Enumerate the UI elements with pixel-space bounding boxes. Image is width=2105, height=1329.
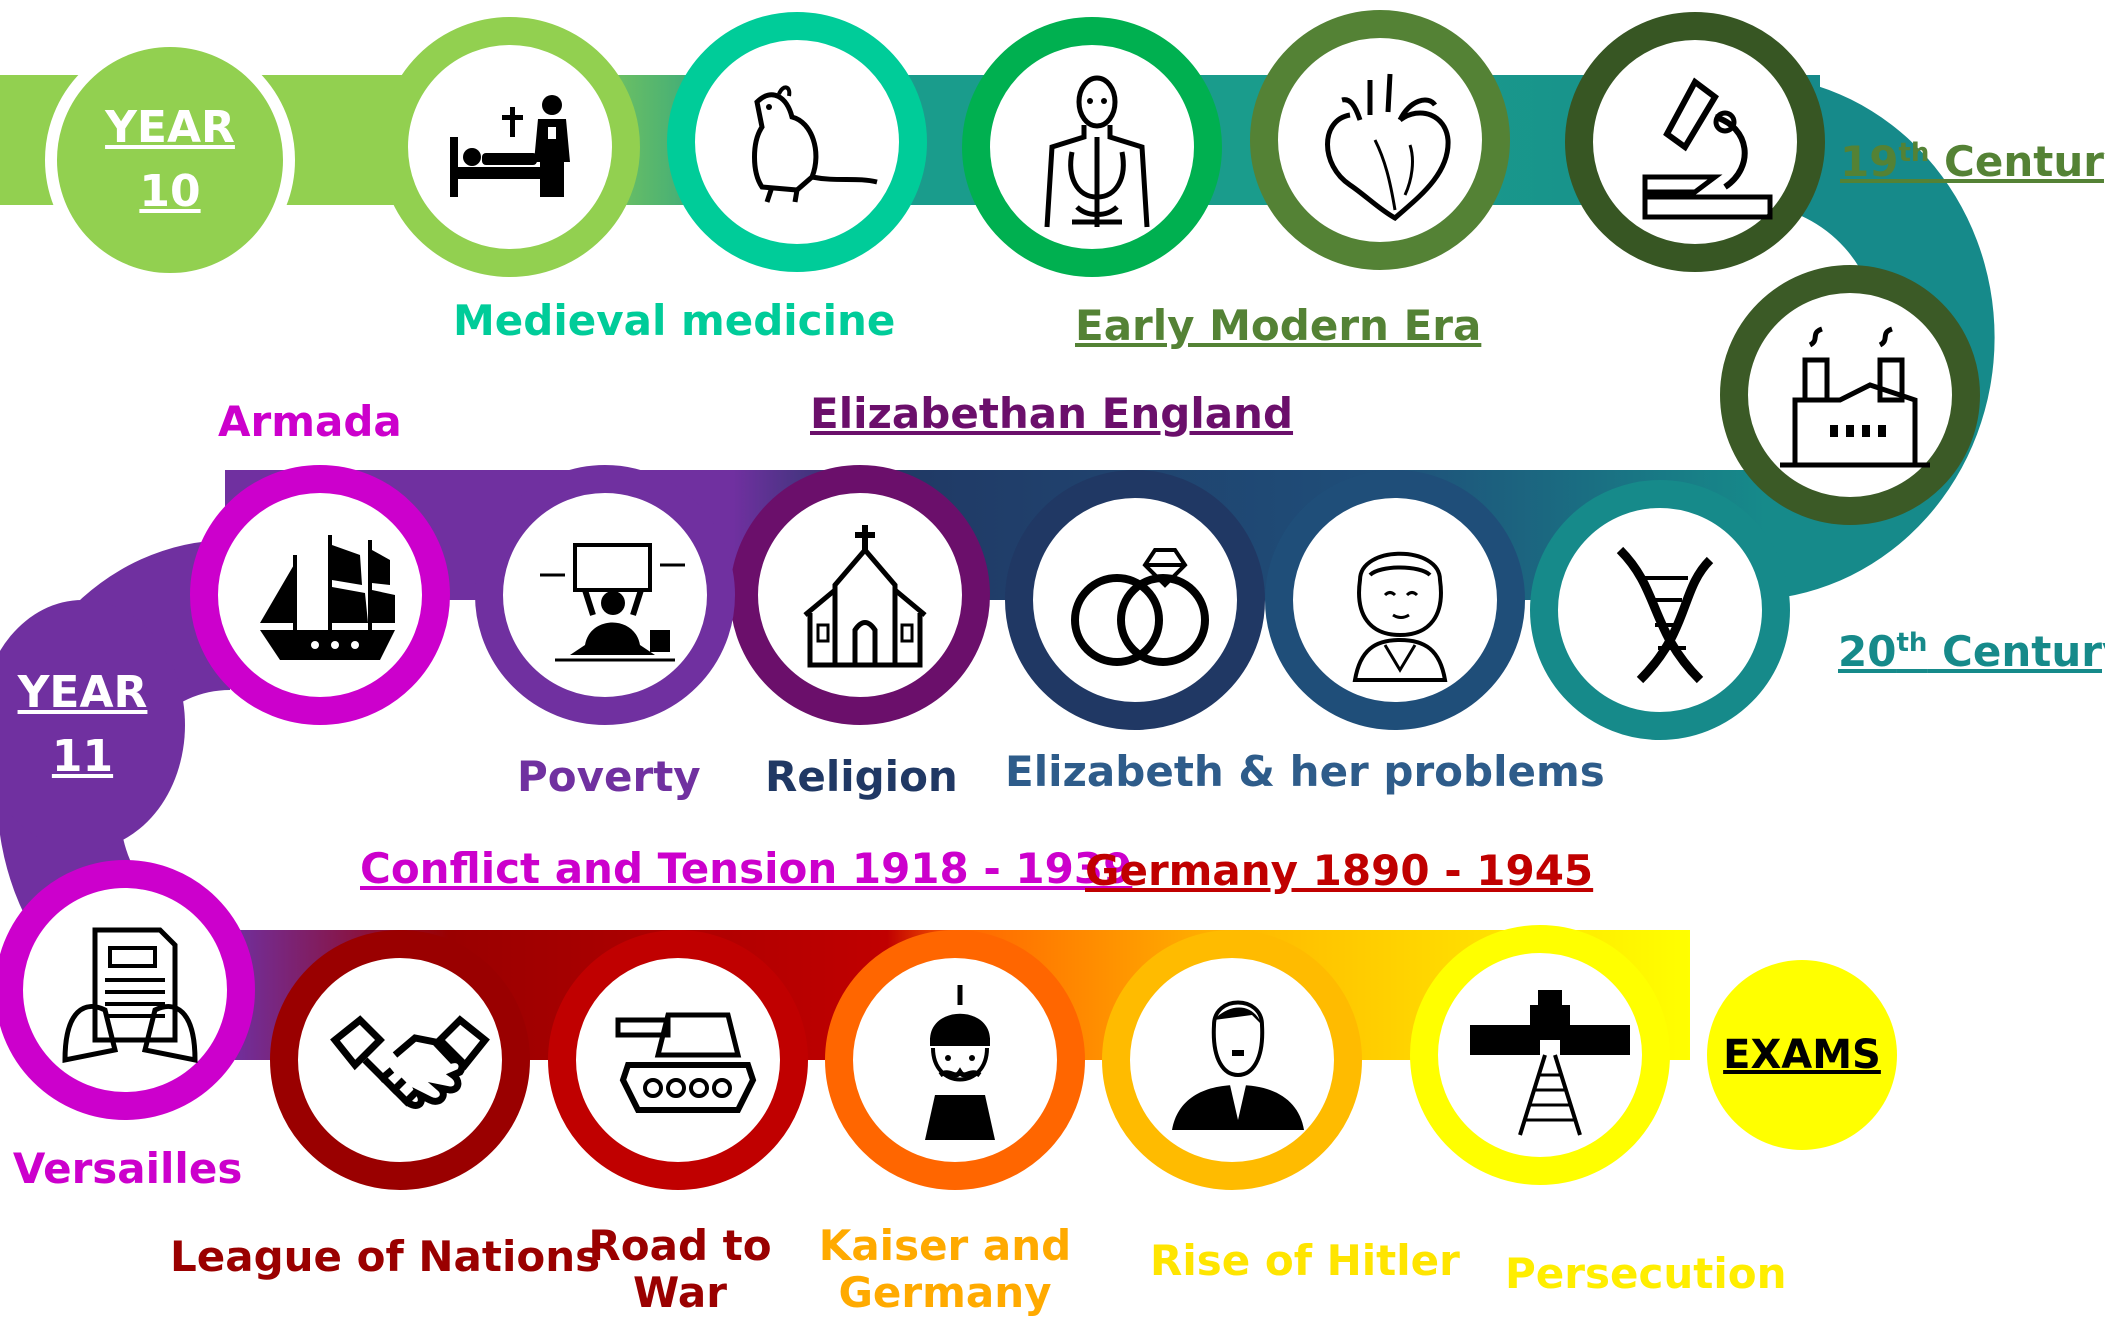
heading-elizabethan-england: Elizabethan England bbox=[810, 389, 1294, 438]
exams-label: EXAMS bbox=[1723, 1032, 1881, 1078]
rings-node bbox=[1005, 470, 1265, 730]
label-league-of-nations: League of Nations bbox=[170, 1232, 601, 1281]
label-persecution: Persecution bbox=[1505, 1249, 1787, 1298]
hitler-node bbox=[1102, 930, 1362, 1190]
handshake-icon bbox=[330, 1015, 490, 1109]
handshake-node bbox=[270, 930, 530, 1190]
heading-early-modern-era: Early Modern Era bbox=[1075, 301, 1482, 350]
dna-node bbox=[1530, 480, 1790, 740]
label-elizabeth-problems: Elizabeth & her problems bbox=[1005, 747, 1605, 796]
label-kaiser-and-germany: Kaiser and Germany bbox=[819, 1222, 1071, 1316]
heading-19th-sup: th bbox=[1898, 138, 1930, 168]
heading-20th-rest: Century bbox=[1942, 627, 2105, 676]
hospital-bed-icon bbox=[450, 95, 570, 197]
year-10-line1: YEAR bbox=[105, 102, 235, 154]
ship-icon bbox=[260, 535, 395, 660]
church-node bbox=[730, 465, 990, 725]
microscope-icon bbox=[1642, 77, 1773, 220]
heading-germany: Germany 1890 - 1945 bbox=[1085, 846, 1594, 895]
label-treaty-of-versailles: f Versailles bbox=[0, 1144, 243, 1193]
year-10-badge: YEAR 10 bbox=[45, 35, 295, 285]
auschwitz-node bbox=[1410, 925, 1670, 1185]
beggar-icon bbox=[540, 543, 685, 662]
label-armada: Armada bbox=[218, 397, 402, 446]
anatomy-icon bbox=[1044, 75, 1150, 228]
queen-icon bbox=[1352, 551, 1448, 682]
label-road-line1: Road to bbox=[588, 1221, 772, 1270]
queen-node bbox=[1265, 470, 1525, 730]
heading-19th-base: 19 bbox=[1840, 137, 1899, 186]
year-11-badge: YEAR 11 bbox=[0, 600, 185, 850]
church-icon bbox=[803, 525, 927, 668]
rat-node bbox=[667, 12, 927, 272]
hospital-bed-node bbox=[380, 17, 640, 277]
label-medieval-medicine: Medieval medicine bbox=[453, 296, 896, 345]
kaiser-node bbox=[825, 930, 1085, 1190]
label-road-to-war: Road to War bbox=[588, 1222, 771, 1316]
heading-20th-base: 20 bbox=[1838, 627, 1897, 676]
tank-node bbox=[548, 930, 808, 1190]
label-poverty: Poverty bbox=[517, 752, 701, 801]
treaty-document-icon bbox=[62, 927, 198, 1064]
tank-icon bbox=[615, 1012, 757, 1113]
label-religion: Religion bbox=[765, 752, 958, 801]
heading-19th-century: 19th Century bbox=[1840, 138, 2105, 185]
beggar-node bbox=[475, 465, 735, 725]
kaiser-icon bbox=[925, 985, 995, 1140]
treaty-node bbox=[0, 860, 255, 1120]
year-11-line2: 11 bbox=[51, 731, 114, 782]
ship-node bbox=[190, 465, 450, 725]
heading-conflict-and-tension: Conflict and Tension 1918 - 1939 bbox=[360, 844, 1133, 893]
label-kaiser-line2: Germany bbox=[838, 1268, 1052, 1318]
heart-icon bbox=[1325, 73, 1451, 222]
label-rise-of-hitler: Rise of Hitler bbox=[1150, 1236, 1460, 1285]
heading-19th-rest: Century bbox=[1944, 137, 2105, 186]
rat-icon bbox=[752, 85, 878, 203]
label-kaiser-line1: Kaiser and bbox=[818, 1221, 1072, 1270]
dna-icon bbox=[1616, 546, 1714, 684]
year-10-line2: 10 bbox=[139, 166, 201, 217]
anatomy-node bbox=[962, 17, 1222, 277]
heart-node bbox=[1250, 10, 1510, 270]
factory-icon bbox=[1780, 326, 1930, 468]
rings-icon bbox=[1071, 548, 1209, 666]
exams-badge: EXAMS bbox=[1707, 960, 1897, 1150]
label-road-line2: War bbox=[633, 1268, 727, 1318]
heading-20th-sup: th bbox=[1896, 628, 1928, 658]
hitler-icon bbox=[1172, 1000, 1304, 1130]
heading-20th-century: 20th Century bbox=[1838, 628, 2105, 675]
year-11-line1: YEAR bbox=[17, 667, 148, 719]
auschwitz-gate-icon bbox=[1470, 990, 1630, 1136]
factory-node bbox=[1720, 265, 1980, 525]
microscope-node bbox=[1565, 12, 1825, 272]
